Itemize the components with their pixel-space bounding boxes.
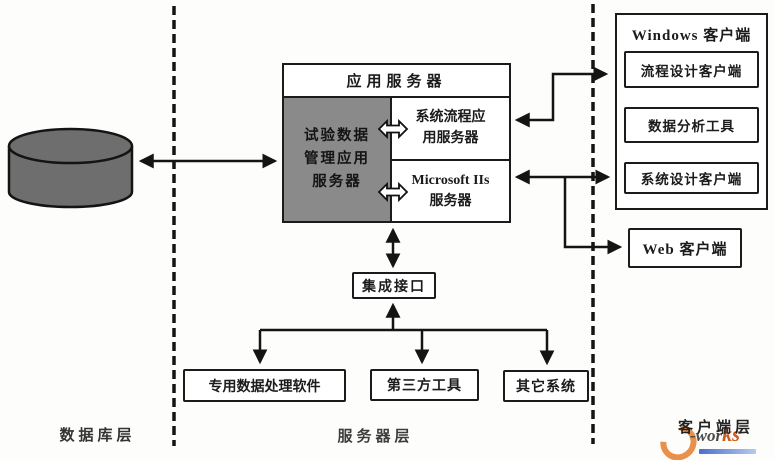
eworks-text-wor: -wor xyxy=(690,426,723,445)
eworks-watermark: -works xyxy=(653,417,770,460)
app-server-title: 应用服务器 xyxy=(284,65,509,98)
web-client-box: Web 客户端 xyxy=(628,228,742,268)
connector-web-client xyxy=(563,177,623,255)
eworks-text: -works xyxy=(690,424,740,447)
connector-tools-integration xyxy=(252,302,555,366)
layer-label-server: 服务器层 xyxy=(337,429,414,445)
windows-client-box: Windows 客户端 流程设计客户端 数据分析工具 系统设计客户端 xyxy=(615,13,768,210)
tool-box-dedicated-software: 专用数据处理软件 xyxy=(183,369,346,402)
iis-server-cell: Microsoft IIs 服务器 xyxy=(392,161,509,222)
connector-process-client xyxy=(514,66,609,128)
iis-server-line: 服务器 xyxy=(429,193,472,209)
tdm-server-line: 管理应用 xyxy=(304,150,370,167)
layer-label-database: 数据库层 xyxy=(59,428,136,444)
client-item-data-analysis: 数据分析工具 xyxy=(624,107,759,143)
integration-interface-box: 集成接口 xyxy=(352,272,436,299)
windows-client-title: Windows 客户端 xyxy=(631,28,752,44)
tdm-server-line: 试验数据 xyxy=(304,127,370,144)
app-server-box: 应用服务器 试验数据 管理应用 服务器 系统流程应 用服务器 Microsoft… xyxy=(282,63,511,223)
tdm-server-panel: 试验数据 管理应用 服务器 xyxy=(284,98,392,221)
eworks-text-ks: ks xyxy=(722,424,740,446)
iis-server-line: Microsoft IIs xyxy=(411,172,490,188)
database-label: 数据库 xyxy=(47,153,93,168)
eworks-blue-bar xyxy=(699,449,756,454)
process-server-line: 用服务器 xyxy=(422,131,479,147)
layer-label-client: 客户端层 xyxy=(677,420,754,436)
process-server-line: 系统流程应 xyxy=(415,110,486,126)
client-item-system-design: 系统设计客户端 xyxy=(624,162,759,194)
tdm-server-line: 服务器 xyxy=(312,174,362,191)
client-item-process-design: 流程设计客户端 xyxy=(624,51,759,88)
process-server-cell: 系统流程应 用服务器 xyxy=(392,98,509,161)
tool-box-other-systems: 其它系统 xyxy=(503,370,589,402)
tool-box-third-party: 第三方工具 xyxy=(370,369,479,401)
